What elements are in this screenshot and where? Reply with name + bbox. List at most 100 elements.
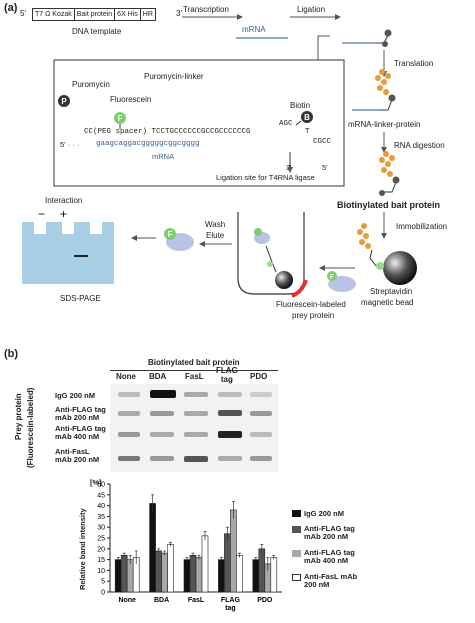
puromycin-label: Puromycin xyxy=(72,80,110,89)
transcription-label: Transcription xyxy=(183,5,229,14)
gel-row-igg: IgG 200 nM xyxy=(55,391,96,400)
prey-side-label-1: Prey protein xyxy=(14,393,23,440)
bar xyxy=(189,554,197,593)
interaction-label: Interaction xyxy=(45,196,83,205)
bar xyxy=(114,559,122,593)
streptavidin-label: Streptavidin xyxy=(370,287,413,296)
bar xyxy=(195,557,203,593)
biotin-icon-letter: B xyxy=(304,113,310,122)
y-tick-label: 25 xyxy=(97,536,105,543)
linker-sequence: CC(PEG spacer) TCCTGCCCCCCGCCGCCCCCCG xyxy=(84,128,251,136)
legend-swatch-antiflag-200 xyxy=(292,526,301,533)
band xyxy=(184,411,208,416)
y-tick-label: 20 xyxy=(97,546,105,553)
gel-col-none: None xyxy=(116,372,136,381)
x-tick-label: FasL xyxy=(188,597,205,604)
fluorescein-icon-letter: F xyxy=(118,114,123,123)
ligated-puromycin-icon xyxy=(384,29,392,37)
band xyxy=(250,392,272,397)
legend-antiflag-200: Anti-FLAG tag mAb 200 nM xyxy=(304,524,355,541)
band xyxy=(250,411,272,416)
panel-a-diagram: P F B F F − + xyxy=(22,14,417,298)
protein-chain-1 xyxy=(375,69,391,95)
immobilization-label: Immobilization xyxy=(396,222,448,231)
mrna-linker-protein-label: mRNA-linker-protein xyxy=(348,120,421,129)
band xyxy=(250,456,272,461)
bar xyxy=(230,509,237,593)
ligated-biotin-icon xyxy=(382,41,388,47)
biotin-label: Biotin xyxy=(290,101,311,110)
x-tick-label: FLAG xyxy=(221,597,241,604)
prey-side-label-2: (Fluorescein-labeled) xyxy=(26,387,35,468)
y-tick-label: 15 xyxy=(97,557,105,564)
y-tick-label: 5 xyxy=(101,579,105,586)
bar xyxy=(161,552,168,593)
legend-swatch-antifasl xyxy=(292,574,301,581)
magnet-icon xyxy=(291,279,308,298)
gel-col-bda: BDA xyxy=(149,372,167,381)
mrna-sequence: gaagcaggacgggggcggcgggg xyxy=(96,140,200,148)
elute-label: Elute xyxy=(206,231,225,240)
y-tick-label: 30 xyxy=(97,525,105,532)
band xyxy=(218,410,242,416)
linker-loop-1: AGC xyxy=(279,120,293,128)
panel-b-tag: (b) xyxy=(4,348,19,360)
band xyxy=(118,392,140,397)
bar xyxy=(183,559,191,593)
y-tick-label: 35 xyxy=(97,514,105,521)
biotinylated-bait-label: Biotinylated bait protein xyxy=(337,200,441,210)
bar xyxy=(167,544,174,593)
dna-template-label: DNA template xyxy=(72,27,122,36)
template-segment-hr: HR xyxy=(142,11,153,18)
template-segment-his: 6X His xyxy=(115,9,141,20)
gel-row-antiflag-200: Anti-FLAG tag mAb 200 nM xyxy=(55,405,106,422)
prey-label-line2: prey protein xyxy=(292,311,335,320)
gel-col-fasl: FasL xyxy=(185,372,204,381)
y-tick-label: 45 xyxy=(97,492,105,499)
gel-plus-sign: + xyxy=(60,207,67,221)
biotin-icon xyxy=(301,111,313,123)
band xyxy=(118,411,140,416)
band xyxy=(118,456,140,461)
protein-chain-3 xyxy=(357,223,371,249)
fluorescein-icon xyxy=(114,112,126,124)
gel-row-antifasl: Anti-FasL mAb 200 nM xyxy=(55,447,100,464)
magnetic-bead-label: magnetic bead xyxy=(361,298,414,307)
magnetic-bead-icon xyxy=(383,251,417,285)
mrna-5prime-dots: 5' · · · xyxy=(60,140,80,149)
band xyxy=(150,456,174,461)
x-tick-label: None xyxy=(118,597,136,604)
bar xyxy=(120,554,128,593)
panel-a-tag: (a) xyxy=(4,2,18,14)
dna-template-box: T7 Ω Kozak Bait protein 6X His HR xyxy=(32,8,156,21)
inset-mrna-label: mRNA xyxy=(152,152,175,161)
fluorescein-label: Fluorescein xyxy=(110,95,152,104)
gel-col-pdo: PDO xyxy=(250,372,268,381)
inset-connector xyxy=(317,35,330,60)
ligation-label: Ligation xyxy=(297,5,326,14)
inset-box xyxy=(53,59,345,187)
western-blot xyxy=(110,384,278,472)
x-tick-label: tag xyxy=(225,605,236,612)
mrna-label: mRNA xyxy=(242,25,266,34)
band xyxy=(218,431,242,438)
prey-label-line1: Fluorescein-labeled xyxy=(276,300,346,309)
svg-text:F: F xyxy=(330,274,335,281)
band xyxy=(250,432,272,437)
bar xyxy=(258,548,266,593)
gel-col-flag: FLAG tag xyxy=(216,366,238,384)
y-tick-label: 0 xyxy=(101,590,105,597)
svg-text:F: F xyxy=(168,230,173,239)
linker-loop-3: CGCC xyxy=(313,138,332,146)
bar xyxy=(201,535,209,593)
band xyxy=(150,432,174,437)
linker-loop-2: T xyxy=(305,128,310,136)
x-tick-label: BDA xyxy=(154,597,169,604)
sds-gel-icon xyxy=(22,222,114,284)
sds-page-label: SDS-PAGE xyxy=(60,294,101,303)
gel-title: Biotinylated bait protein xyxy=(148,358,240,367)
band xyxy=(150,390,176,398)
protein-chain-2 xyxy=(379,151,395,177)
bar xyxy=(126,559,134,593)
